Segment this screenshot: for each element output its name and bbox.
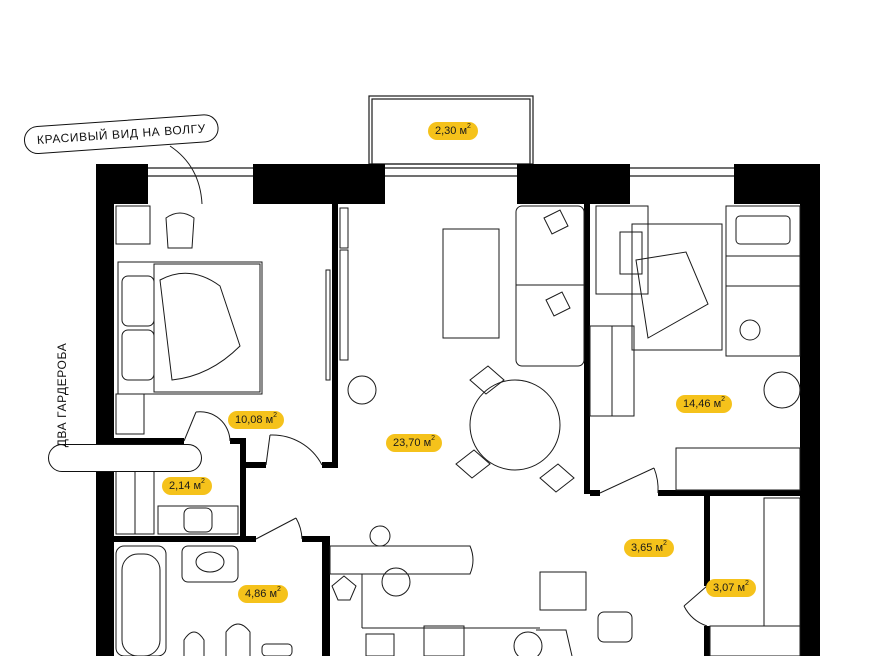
area-exp: 2 [721, 396, 726, 403]
view-callout-text: КРАСИВЫЙ ВИД НА ВОЛГУ [36, 121, 207, 148]
area-value: 10,08 [235, 414, 263, 426]
area-badge-living: 23,70 м2 [386, 434, 443, 452]
wardrobes-callout: ДВА ГАРДЕРОБА [48, 343, 202, 472]
area-badge-closet: 2,14 м2 [162, 477, 212, 495]
area-unit: м [655, 542, 664, 554]
bedroom-furniture [115, 205, 331, 435]
area-exp: 2 [663, 540, 667, 547]
interior-walls [114, 204, 800, 656]
area-unit: м [193, 480, 202, 492]
area-exp: 2 [277, 586, 281, 593]
area-value: 3,07 [713, 582, 735, 594]
area-badge-kids: 14,46 м2 [676, 395, 733, 413]
balcony [368, 95, 534, 165]
area-value: 4,86 [245, 588, 267, 600]
area-unit: м [459, 125, 468, 137]
area-value: 2,30 [435, 125, 457, 137]
area-badge-bathroom: 4,86 м2 [238, 585, 288, 603]
area-exp: 2 [201, 478, 205, 485]
bathroom-fixtures [115, 545, 293, 656]
area-value: 23,70 [393, 437, 421, 449]
kitchen [329, 525, 587, 656]
area-badge-balcony: 2,30 м2 [428, 122, 478, 140]
area-value: 3,65 [631, 542, 653, 554]
exterior-walls [96, 164, 820, 656]
area-unit: м [737, 582, 746, 594]
hall-wardrobe [597, 497, 801, 656]
area-unit: м [713, 398, 722, 410]
area-badge-hall: 3,65 м2 [624, 539, 674, 557]
area-badge-bedroom: 10,08 м2 [228, 411, 285, 429]
area-unit: м [265, 414, 274, 426]
wardrobes-callout-text: ДВА ГАРДЕРОБА [55, 342, 69, 448]
area-unit: м [423, 437, 432, 449]
area-value: 2,14 [169, 480, 191, 492]
area-exp: 2 [745, 580, 749, 587]
area-unit: м [269, 588, 278, 600]
area-exp: 2 [273, 412, 278, 419]
kids-furniture [589, 205, 801, 491]
area-exp: 2 [467, 123, 471, 130]
area-value: 14,46 [683, 398, 711, 410]
doors [183, 411, 708, 627]
living-furniture [339, 205, 585, 493]
area-badge-wardrobe: 3,07 м2 [706, 579, 756, 597]
windows [148, 167, 734, 177]
area-exp: 2 [431, 435, 436, 442]
